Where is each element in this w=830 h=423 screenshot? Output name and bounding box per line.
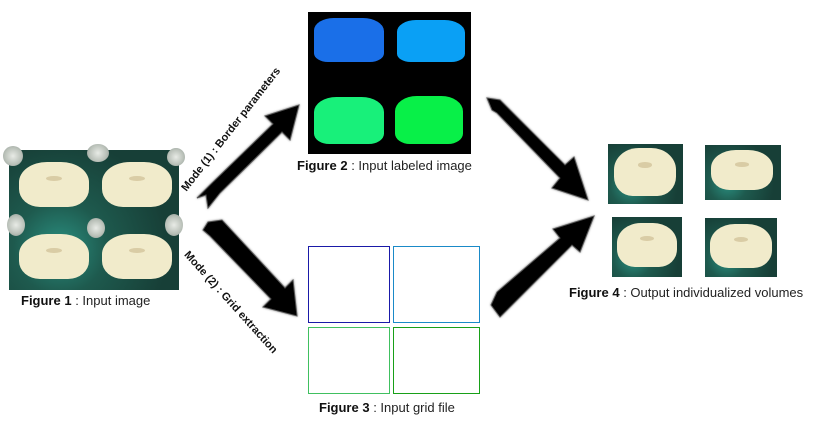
arrow-mode-2 bbox=[202, 219, 298, 317]
figure-1-caption: Figure 1 : Input image bbox=[21, 293, 150, 308]
separator: : bbox=[619, 285, 631, 300]
brain-slice bbox=[711, 150, 773, 190]
output-volume-1 bbox=[608, 144, 683, 204]
brain-slice bbox=[614, 148, 676, 196]
grid-cell-3 bbox=[308, 327, 390, 394]
separator: : bbox=[347, 158, 359, 173]
figure-text: Input grid file bbox=[380, 400, 455, 415]
brain-slice bbox=[19, 162, 89, 207]
grid-cell-2 bbox=[393, 246, 480, 323]
figure-number: Figure 1 bbox=[21, 293, 72, 308]
figure-text: Output individualized volumes bbox=[630, 285, 804, 300]
marker-dot bbox=[87, 144, 109, 162]
output-volume-2 bbox=[705, 145, 781, 200]
figure-3-caption: Figure 3 : Input grid file bbox=[319, 400, 455, 415]
output-volume-4 bbox=[705, 218, 777, 277]
figure-text: Input labeled image bbox=[358, 158, 472, 173]
brain-slice bbox=[102, 162, 172, 207]
separator: : bbox=[369, 400, 381, 415]
figure-number: Figure 2 bbox=[297, 158, 348, 173]
brain-slice bbox=[102, 234, 172, 279]
arrow-fig3-to-fig4 bbox=[490, 215, 595, 318]
figure-number: Figure 4 bbox=[569, 285, 620, 300]
input-image bbox=[3, 144, 185, 290]
marker-dot bbox=[165, 214, 183, 236]
brain-slice bbox=[617, 223, 677, 267]
arrow-fig2-to-fig4 bbox=[486, 97, 589, 201]
brain-slice bbox=[710, 224, 772, 268]
separator: : bbox=[71, 293, 83, 308]
brain-slice bbox=[19, 234, 89, 279]
figure-text: Input image bbox=[82, 293, 151, 308]
label-region-2 bbox=[397, 20, 465, 62]
figure-4-caption: Figure 4 : Output individualized volumes bbox=[569, 285, 803, 300]
label-region-3 bbox=[314, 97, 384, 144]
grid-cell-1 bbox=[308, 246, 390, 323]
grid-cell-4 bbox=[393, 327, 480, 394]
figure-2-caption: Figure 2 : Input labeled image bbox=[297, 158, 472, 173]
label-region-4 bbox=[395, 96, 463, 144]
marker-dot bbox=[7, 214, 25, 236]
figure-number: Figure 3 bbox=[319, 400, 370, 415]
marker-dot bbox=[87, 218, 105, 238]
arrow-mode-1 bbox=[196, 104, 300, 210]
labeled-image bbox=[308, 12, 471, 154]
output-volume-3 bbox=[612, 217, 682, 277]
marker-dot bbox=[167, 148, 185, 166]
marker-dot bbox=[3, 146, 23, 166]
label-region-1 bbox=[314, 18, 384, 62]
